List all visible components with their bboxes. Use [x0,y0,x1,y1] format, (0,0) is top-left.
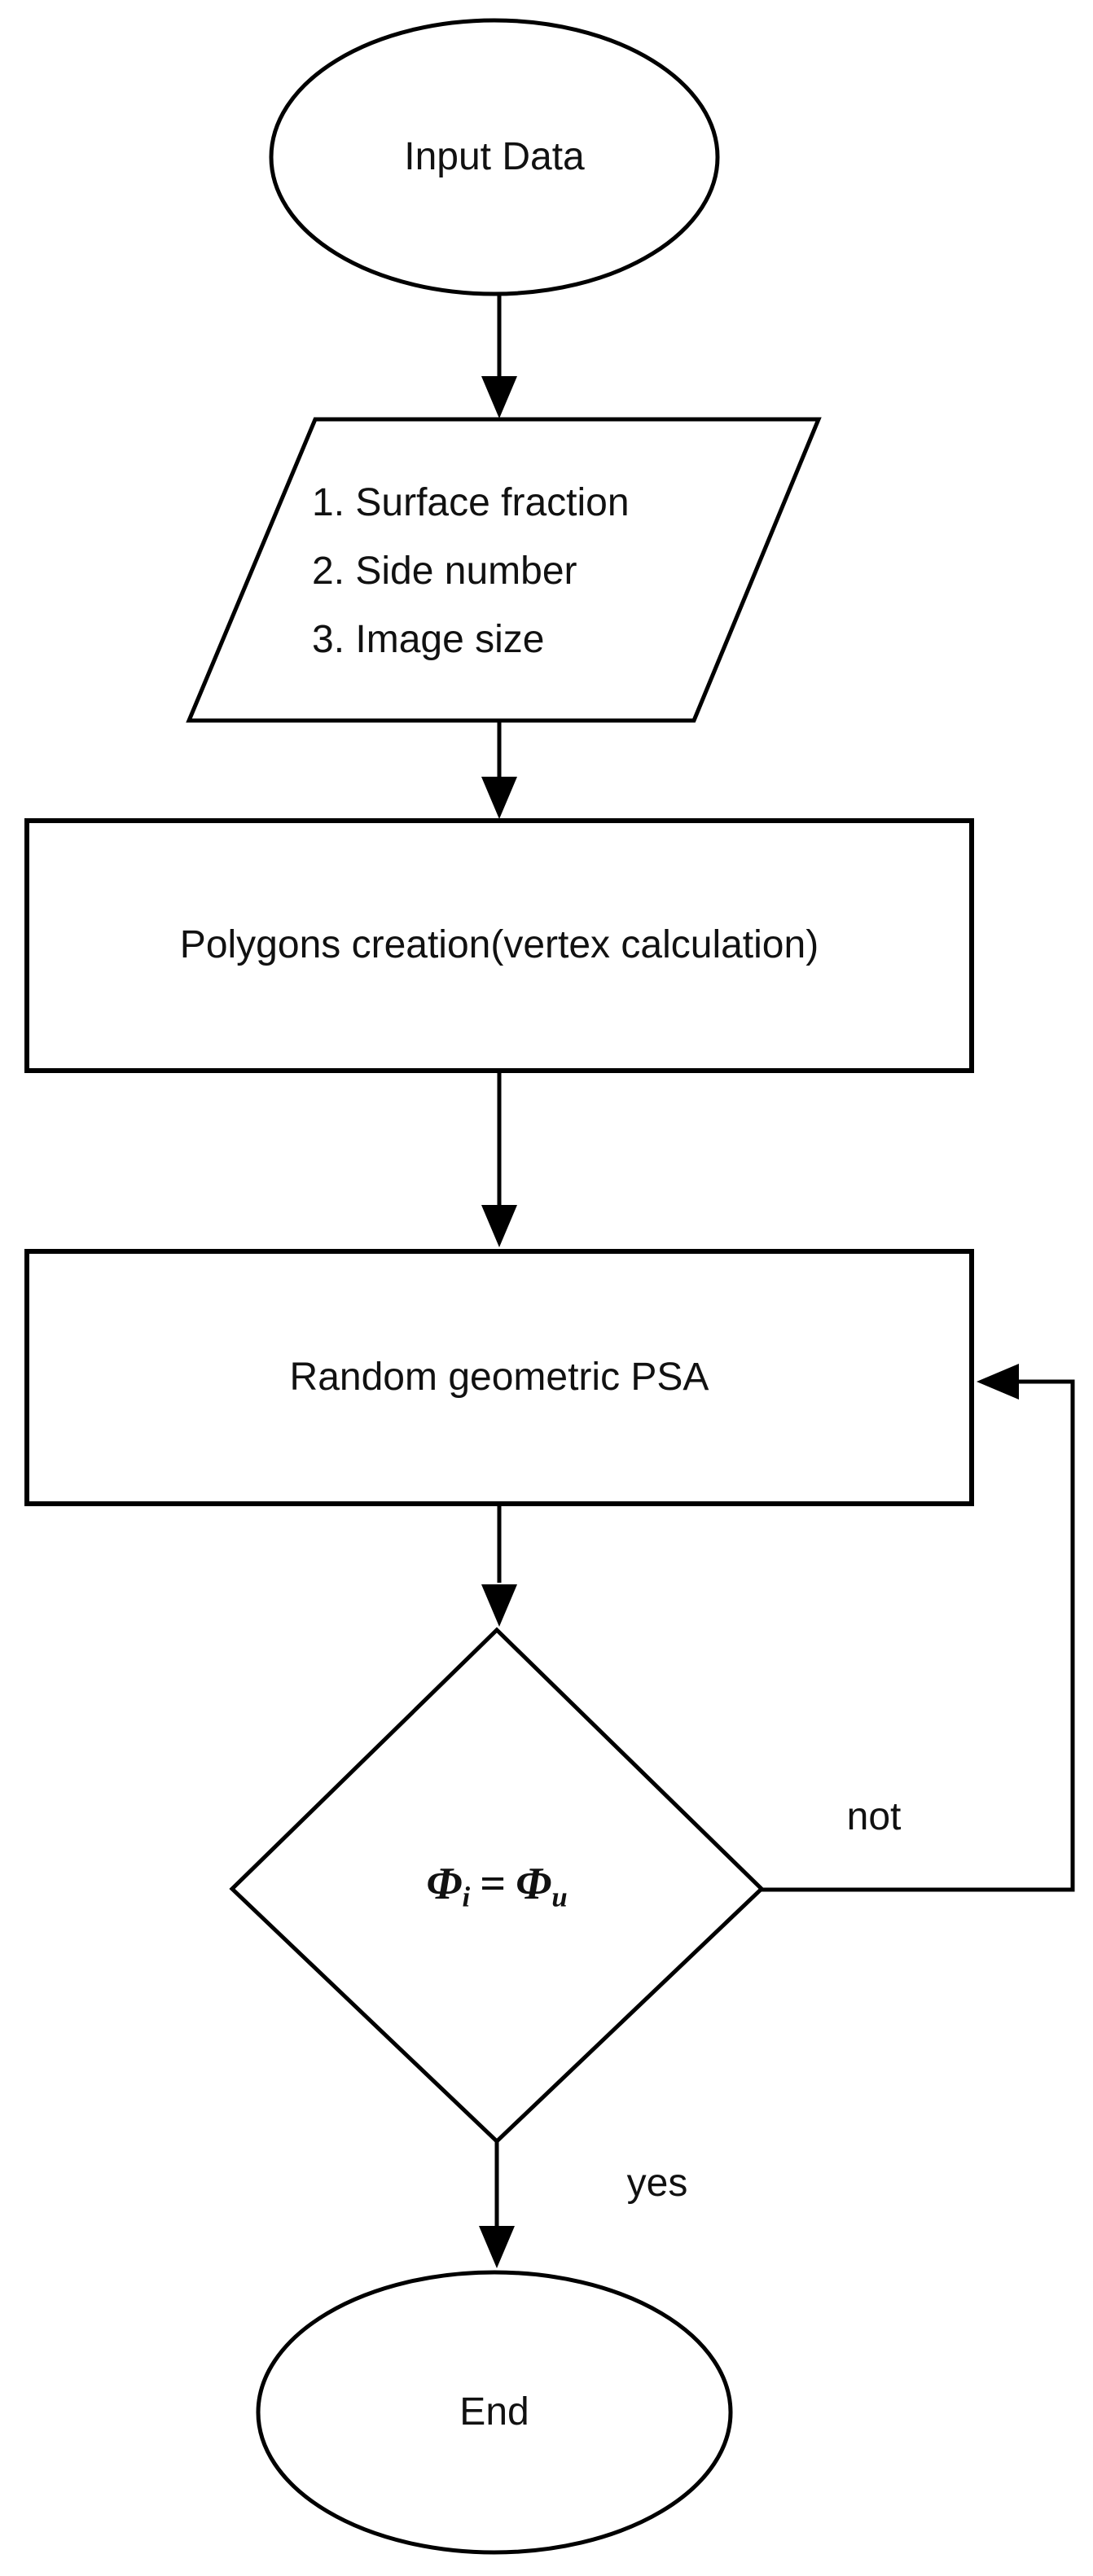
input-item: 1. Surface fraction [312,481,630,524]
arrowhead-down-icon [481,376,517,418]
arrow-start-to-input [481,294,517,418]
process1-rect-shape [24,818,974,1073]
phi-right: Φu [516,1859,568,1913]
arrow-process1-to-process2 [481,1071,517,1247]
yes-edge-label: yes [626,2162,688,2205]
equals-sign: = [480,1859,507,1909]
process1-label: Polygons creation(vertex calculation) [179,923,819,966]
arrow-input-to-process1 [481,721,517,819]
start-terminator-shape [269,18,720,296]
process2-rect-shape [24,1249,974,1506]
end-label: End [459,2390,529,2434]
arrowhead-down-icon [481,1205,517,1247]
arrow-decision-to-end [479,2141,515,2268]
arrowhead-down-icon [481,777,517,819]
end-terminator-shape [256,2270,733,2555]
input-data-list: 1. Surface fraction 2. Side number 3. Im… [312,469,630,674]
not-edge-label: not [846,1795,902,1838]
start-label: Input Data [404,135,585,178]
arrowhead-left-icon [977,1364,1019,1400]
arrowhead-down-icon [481,1584,517,1627]
arrowhead-down-icon [479,2226,515,2268]
process2-label: Random geometric PSA [289,1356,709,1399]
arrow-process2-to-decision [481,1504,517,1627]
input-item: 2. Side number [312,550,577,593]
phi-left: Φi [426,1859,471,1913]
input-item: 3. Image size [312,618,545,661]
decision-formula: Φi=Φu [334,1858,660,1913]
feedback-edge-not [762,1364,1075,1892]
input-parallelogram-shape [186,417,822,723]
